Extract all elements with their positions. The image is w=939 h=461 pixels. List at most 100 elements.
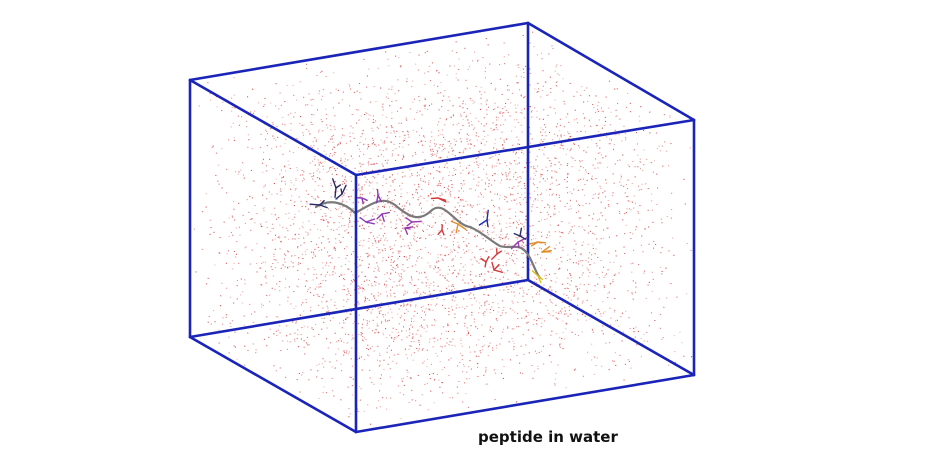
- water-molecule: [310, 306, 312, 308]
- water-molecule: [344, 158, 346, 160]
- water-molecule: [468, 134, 470, 136]
- water-molecule: [452, 114, 454, 116]
- water-molecule: [578, 226, 580, 228]
- water-molecule: [228, 217, 230, 219]
- box-back-edges: [188, 21, 696, 377]
- water-molecule: [582, 205, 584, 207]
- water-molecule: [539, 334, 541, 336]
- water-molecule: [439, 185, 441, 187]
- water-molecule: [507, 327, 509, 329]
- peptide-backbone: [314, 199, 542, 280]
- water-molecule: [690, 249, 692, 251]
- water-molecule: [519, 196, 521, 198]
- water-molecule: [503, 289, 505, 291]
- water-molecule: [297, 286, 299, 288]
- water-molecule: [576, 200, 578, 202]
- water-molecule: [544, 207, 546, 209]
- water-molecule: [463, 111, 465, 113]
- water-molecule: [407, 371, 409, 373]
- water-molecule: [507, 278, 509, 280]
- water-molecule: [457, 252, 459, 254]
- water-molecule: [297, 264, 299, 266]
- water-molecule: [351, 114, 353, 116]
- water-molecule: [363, 319, 365, 321]
- water-molecule: [631, 271, 633, 273]
- water-molecule: [558, 231, 560, 233]
- water-molecule: [529, 225, 531, 227]
- water-molecule: [629, 102, 631, 104]
- water-molecule: [249, 303, 251, 305]
- water-molecule: [458, 122, 460, 124]
- water-molecule: [314, 198, 316, 200]
- water-molecule: [637, 330, 639, 332]
- water-molecule: [402, 285, 404, 287]
- water-molecule: [443, 220, 445, 222]
- water-molecule: [439, 195, 441, 197]
- water-molecule: [498, 236, 500, 238]
- water-molecule: [462, 266, 464, 268]
- water-molecule: [486, 141, 488, 143]
- water-molecule: [347, 341, 349, 343]
- residue-sidechain: [513, 227, 527, 240]
- water-molecule: [475, 132, 477, 134]
- water-molecule: [644, 228, 646, 230]
- water-molecule: [424, 158, 426, 160]
- water-molecule: [517, 121, 519, 123]
- water-molecule: [398, 146, 400, 148]
- water-molecule: [515, 215, 517, 217]
- water-molecule: [448, 96, 450, 98]
- water-molecule: [453, 265, 455, 267]
- water-molecule: [567, 192, 569, 194]
- water-molecule: [394, 93, 396, 95]
- water-molecule: [465, 393, 467, 395]
- water-molecule: [466, 371, 468, 373]
- water-molecule: [423, 328, 425, 330]
- water-molecule: [385, 291, 387, 293]
- water-molecule: [546, 234, 548, 236]
- water-molecule: [515, 211, 517, 213]
- water-molecule: [523, 227, 525, 229]
- water-molecule: [398, 203, 400, 205]
- water-molecule: [589, 264, 591, 266]
- water-molecule: [207, 321, 209, 323]
- water-molecule: [627, 359, 629, 361]
- water-molecule: [554, 171, 556, 173]
- water-molecule: [391, 317, 393, 319]
- water-molecule: [365, 138, 367, 140]
- water-molecule: [278, 286, 280, 288]
- residue-sidechain: [437, 224, 445, 236]
- water-molecule: [399, 203, 401, 205]
- water-molecule: [392, 261, 394, 263]
- water-molecule: [297, 138, 299, 140]
- water-molecule: [337, 191, 339, 193]
- water-molecule: [370, 217, 372, 219]
- water-molecule: [619, 181, 621, 183]
- water-molecule: [396, 214, 398, 216]
- water-molecule: [297, 246, 299, 248]
- water-molecule: [660, 218, 662, 220]
- water-molecule: [377, 292, 379, 294]
- water-molecule: [303, 310, 305, 312]
- water-molecule: [243, 177, 245, 179]
- water-molecule: [418, 95, 420, 97]
- water-molecule: [510, 194, 512, 196]
- water-molecule: [573, 232, 575, 234]
- water-molecule: [563, 100, 565, 102]
- water-molecule: [455, 169, 457, 171]
- water-molecule: [404, 349, 406, 351]
- water-molecule: [266, 198, 268, 200]
- water-molecule: [457, 246, 459, 248]
- water-molecule: [344, 182, 346, 184]
- water-molecule: [475, 85, 477, 87]
- water-molecule: [321, 318, 323, 320]
- water-molecule: [375, 332, 377, 334]
- water-molecule: [252, 88, 254, 90]
- water-molecule: [418, 341, 420, 343]
- water-molecule: [558, 74, 560, 76]
- water-molecule: [541, 200, 543, 202]
- water-molecule: [416, 175, 418, 177]
- water-molecule: [471, 121, 473, 123]
- water-molecule: [559, 343, 561, 345]
- water-molecule: [308, 130, 310, 132]
- water-molecule: [297, 334, 299, 336]
